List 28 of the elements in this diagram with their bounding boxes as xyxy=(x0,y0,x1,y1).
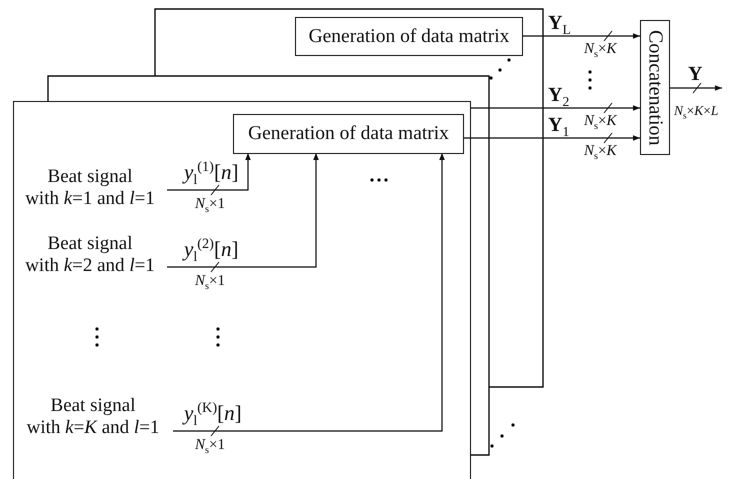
arrow xyxy=(167,153,251,191)
process-box: Generation of data matrix xyxy=(233,114,464,154)
dimension-label: N$_{s}$×1 xyxy=(195,438,225,456)
dimension-label: N$_{s}$×1 xyxy=(195,274,225,292)
dimension-label: N$_{s}$×1 xyxy=(195,197,225,216)
edge-label: Y$_{2}$ xyxy=(548,85,570,109)
arrow xyxy=(167,153,319,268)
edge-label: y$_{l}$$^{(K)}$[n] xyxy=(184,401,242,428)
dimension-label: N$_{s}$×K×L xyxy=(674,104,718,121)
signal-source-text: Beat signal with k=2 and l=1 xyxy=(15,233,165,279)
process-box: Concatenation xyxy=(640,20,670,155)
edge-label: Y$_{1}$ xyxy=(548,115,570,139)
arrow xyxy=(173,153,445,432)
dimension-label: N$_{s}$×K xyxy=(584,42,616,60)
dimension-label: N$_{s}$×K xyxy=(584,114,616,132)
signal-source-text: Beat signal with k=1 and l=1 xyxy=(15,166,165,212)
edge-label: Y xyxy=(688,64,702,84)
arrow xyxy=(471,105,640,111)
arrow xyxy=(523,33,640,39)
frame-panel xyxy=(13,101,471,479)
dimension-label: N$_{s}$×K xyxy=(584,144,616,162)
process-box: Generation of data matrix xyxy=(295,17,523,56)
edge-label: y$_{l}$$^{(2)}$[n] xyxy=(184,237,238,264)
arrow xyxy=(670,85,722,91)
edge-label: y$_{l}$$^{(1)}$[n] xyxy=(184,160,238,188)
signal-source-text: Beat signal with k=K and l=1 xyxy=(15,395,171,441)
arrow xyxy=(463,135,640,141)
edge-label: Y$_{L}$ xyxy=(548,13,571,37)
